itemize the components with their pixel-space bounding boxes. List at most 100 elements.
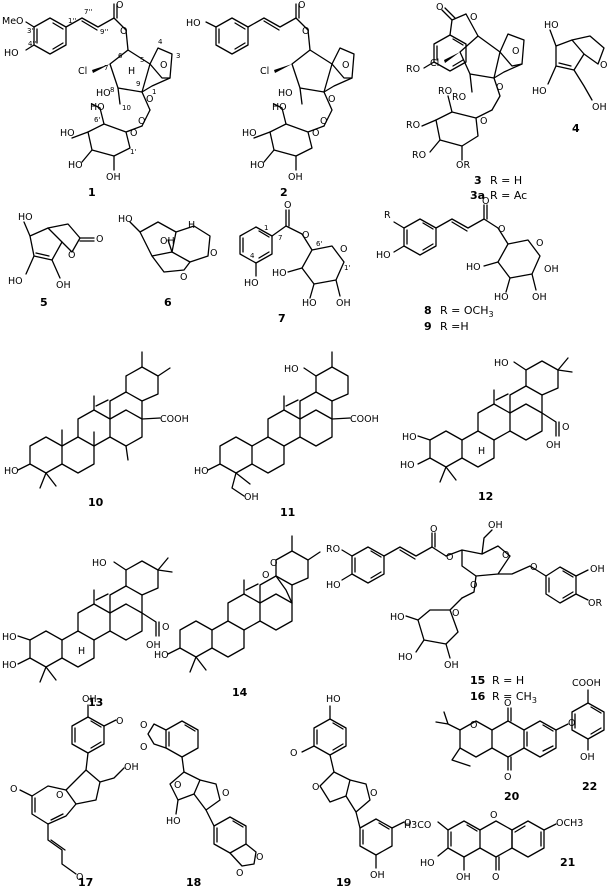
- compound-number: 16: [470, 690, 486, 703]
- atom-label: OCH3: [556, 818, 583, 829]
- atom-label: O: [600, 60, 607, 71]
- structure-3: RO O O Cl O O RO RO RO RO OR O 3 R = H 3…: [406, 2, 527, 202]
- compound-number: 3: [474, 174, 482, 187]
- atom-label: O: [56, 790, 63, 801]
- atom-label: O: [312, 782, 319, 793]
- atom-label: HO: [154, 650, 169, 661]
- legend-3a: R = Ac: [490, 189, 527, 202]
- atom-label: OH: [488, 520, 503, 531]
- atom-label: Cl: [260, 66, 269, 77]
- atom-label: HO: [4, 48, 19, 59]
- locant: 8: [110, 86, 114, 94]
- atom-label: O: [146, 94, 153, 105]
- compound-number: 22: [582, 780, 597, 793]
- atom-label: O: [492, 872, 499, 883]
- atom-label: O: [536, 238, 543, 249]
- atom-label: O: [498, 224, 505, 235]
- atom-label: H: [78, 646, 85, 657]
- locant: 1: [152, 88, 156, 96]
- atom-label: COOH: [572, 678, 601, 689]
- legend-16-main: R = CH: [492, 690, 532, 703]
- atom-label: HO: [2, 632, 17, 643]
- compound-number: 2: [280, 186, 288, 199]
- locant: 7'': [84, 8, 92, 16]
- locant: 9: [136, 80, 140, 88]
- atom-label: OH: [546, 440, 561, 451]
- compound-number: 12: [478, 490, 493, 503]
- atom-label: O: [342, 60, 349, 71]
- atom-label: H: [188, 220, 195, 231]
- structure-4: HO HO OH O 4: [532, 20, 607, 135]
- atom-label: HO: [118, 214, 133, 225]
- atom-label: Cl: [430, 58, 439, 69]
- structure-13: HO HO HO O OH H 13: [2, 557, 173, 709]
- atom-label: HO: [278, 88, 293, 99]
- compound-number: 14: [232, 686, 248, 699]
- compound-number: 8: [424, 304, 432, 317]
- structure-11: HO HO OH COOH 11: [194, 351, 379, 519]
- structure-12: HO HO HO O OH H 12: [400, 357, 573, 503]
- atom-label: OH: [592, 102, 607, 113]
- atom-label: O: [504, 698, 511, 709]
- atom-label: O: [562, 422, 569, 433]
- atom-label: O: [328, 94, 335, 105]
- atom-label: HO: [2, 660, 17, 671]
- atom-label: O: [512, 46, 519, 57]
- atom-label: O: [312, 128, 319, 139]
- compound-number: 15: [470, 674, 485, 687]
- atom-label: O: [130, 128, 137, 139]
- atom-label: O: [270, 558, 277, 569]
- atom-label: O: [320, 116, 327, 127]
- locant: 3: [176, 52, 180, 60]
- locant: 1: [264, 224, 268, 232]
- compound-number: 11: [280, 506, 295, 519]
- structure-18: O O O O HO O O 18: [140, 720, 263, 889]
- atom-label: HO: [272, 102, 287, 113]
- structure-5: HO HO OH O O 5: [8, 212, 103, 309]
- atom-label: OH: [106, 172, 121, 183]
- atom-label: O: [116, 716, 123, 727]
- atom-label: HO: [92, 558, 107, 569]
- compound-number: 13: [88, 696, 103, 709]
- atom-label: HO: [250, 160, 265, 171]
- atom-label: O: [236, 868, 243, 879]
- legend-8-main: R = OCH: [440, 304, 488, 317]
- atom-label: OH: [456, 872, 471, 883]
- atom-label: HO: [244, 278, 259, 289]
- compound-number: 3a: [470, 189, 485, 202]
- structure-1: MeO HO O O Cl H O O HO O HO HO HO OH O 3…: [2, 0, 180, 199]
- structure-14: HO O O 14: [154, 535, 321, 699]
- atom-label: HO: [4, 466, 19, 477]
- compound-number: 20: [504, 790, 520, 803]
- atom-label: O: [140, 742, 147, 753]
- atom-label: RO: [326, 544, 340, 555]
- atom-label: O: [284, 200, 291, 211]
- atom-label: Cl: [78, 66, 87, 77]
- atom-label: O: [496, 82, 503, 93]
- atom-label: OH: [590, 564, 605, 575]
- locant: 6': [94, 116, 100, 124]
- atom-label: HO: [18, 212, 33, 223]
- atom-label: O: [504, 772, 511, 783]
- atom-label: OH: [244, 492, 259, 503]
- atom-label: H: [478, 446, 485, 457]
- structure-2: HO O O Cl O O HO O HO HO HO OH O 2: [186, 0, 355, 199]
- atom-label: HO: [326, 580, 341, 591]
- atom-label: MeO: [2, 16, 24, 27]
- atom-label: OH: [288, 172, 303, 183]
- atom-label: O: [116, 0, 123, 11]
- atom-label: HO: [420, 858, 435, 869]
- atom-label: OH: [124, 762, 139, 773]
- atom-label: HO: [272, 268, 287, 279]
- compound-number: 7: [278, 312, 286, 325]
- locant: 7: [278, 234, 282, 242]
- structure-22: COOH OH 22: [571, 678, 605, 793]
- atom-label: HO: [60, 128, 75, 139]
- atom-label: HO: [166, 816, 181, 827]
- compound-number: 1: [88, 186, 96, 199]
- atom-label: O: [174, 780, 181, 791]
- atom-label: HO: [398, 652, 413, 663]
- legend-9: R =H: [440, 320, 469, 333]
- atom-label: O: [290, 748, 297, 759]
- locant: 4'': [28, 40, 36, 48]
